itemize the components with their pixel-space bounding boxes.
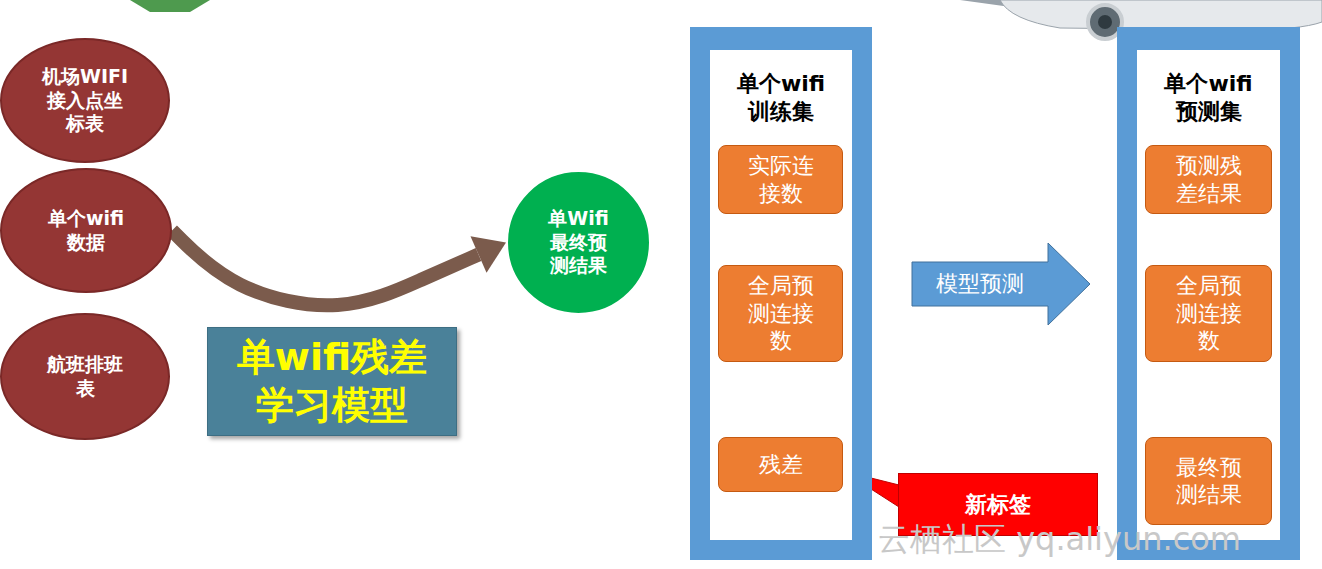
- orange-box: 最终预 测结果: [1145, 437, 1272, 525]
- orange-box: 实际连 接数: [718, 145, 843, 214]
- arrow-head: [470, 236, 506, 273]
- node-label: 全局预 测连接 数: [1176, 272, 1242, 355]
- node-label: 全局预 测连接 数: [748, 272, 814, 355]
- panel-heading: 单个wifi 训练集: [710, 70, 852, 125]
- watermark: 云栖社区 yq.aliyun.com: [878, 518, 1241, 562]
- source-ellipse: 单个wifi 数据: [0, 168, 172, 293]
- airplane-fuselage: [1000, 0, 1322, 30]
- orange-box: 全局预 测连接 数: [718, 265, 843, 362]
- node-label: 残差: [759, 451, 803, 479]
- node-label: 单wifi残差 学习模型: [237, 334, 427, 429]
- node-label: 实际连 接数: [748, 152, 814, 207]
- edge-label: 模型预测: [912, 262, 1048, 306]
- node-label: 单个wifi 数据: [48, 207, 124, 255]
- panel: 实际连 接数全局预 测连接 数残差 单个wifi 训练集: [690, 27, 872, 560]
- node-label: 预测残 差结果: [1176, 152, 1242, 207]
- node-label: 航班排班 表: [47, 353, 123, 401]
- model-box: 单wifi残差 学习模型: [207, 327, 457, 436]
- block-arrow: [912, 243, 1090, 325]
- node-label: 机场WIFI 接入点坐 标表: [42, 65, 128, 136]
- block-arrow-shape: [912, 243, 1090, 325]
- node-label: 最终预 测结果: [1176, 454, 1242, 509]
- curved-arrow: [172, 231, 506, 306]
- orange-box: 全局预 测连接 数: [1145, 265, 1272, 362]
- arrow-body: [172, 231, 479, 306]
- cut-off-shape: [130, 0, 210, 12]
- node-label: 单Wifi 最终预 测结果: [548, 207, 609, 278]
- panel-heading: 单个wifi 预测集: [1137, 70, 1280, 125]
- airplane-engine-core: [1098, 15, 1112, 29]
- source-ellipse: 机场WIFI 接入点坐 标表: [0, 38, 170, 163]
- orange-box: 预测残 差结果: [1145, 145, 1272, 214]
- node-label: 新标签: [965, 491, 1031, 519]
- result-circle: 单Wifi 最终预 测结果: [506, 170, 651, 315]
- source-ellipse: 航班排班 表: [0, 313, 170, 440]
- panel: 预测残 差结果全局预 测连接 数最终预 测结果单个wifi 预测集: [1117, 27, 1300, 560]
- orange-box: 残差: [718, 437, 843, 492]
